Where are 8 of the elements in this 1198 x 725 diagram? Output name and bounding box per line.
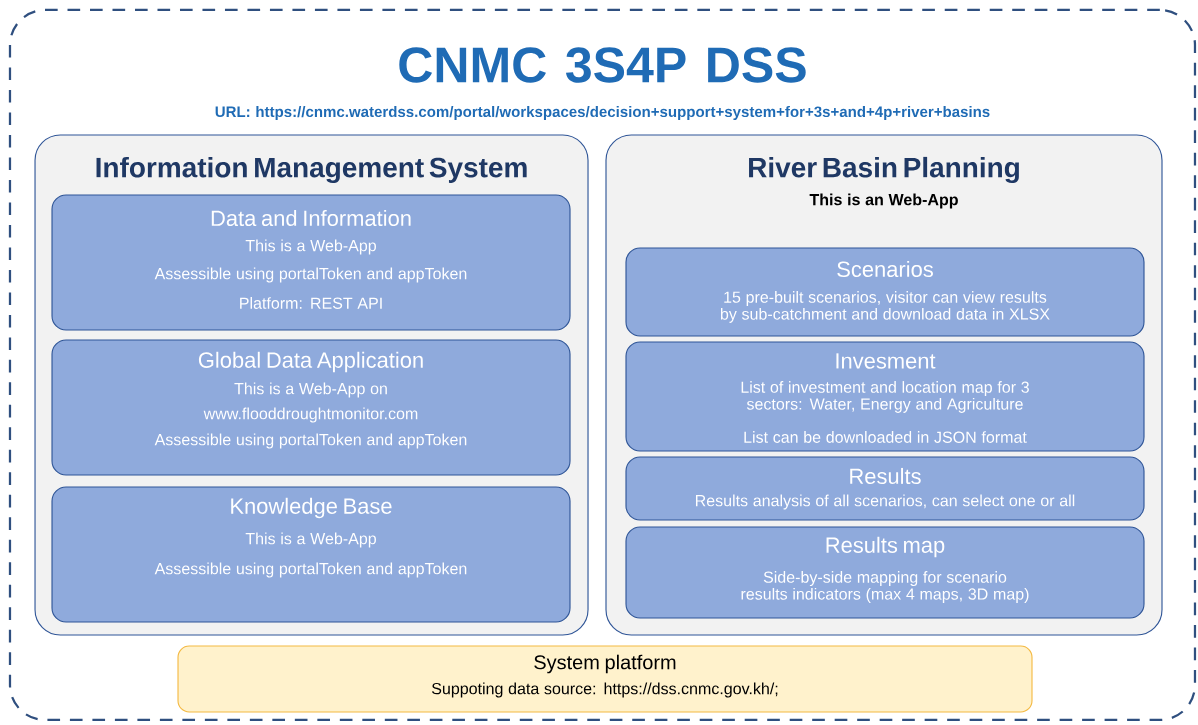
- app-box: Knowledge Base This is a Web-App Assessible using portalToken and appToken: [51, 486, 571, 623]
- app-box: Global Data Application This is a Web-App on www.flooddroughtmonitor.com Assessible using portalToken and appToken: [51, 339, 571, 476]
- app-box: Data and Information This is a Web-App Assessible using portalToken and appToken Platform: REST API: [51, 194, 571, 331]
- app-box: Results Results analysis of all scenarios, can select one or all: [625, 456, 1145, 521]
- app-box: Results map Side-by-side mapping for scenario results indicators (max 4 maps, 3D map): [625, 526, 1145, 619]
- app-box: Invesment List of investment and location map for 3 sectors: Water, Energy and Agriculture List can be downloaded in JSON format: [625, 341, 1145, 452]
- platform-box: System platform Suppoting data source: https://dss.cnmc.gov.kh/;: [177, 645, 1033, 713]
- app-box: Scenarios 15 pre-built scenarios, visitor can view results by sub-catchment and download data in XLSX: [625, 247, 1145, 337]
